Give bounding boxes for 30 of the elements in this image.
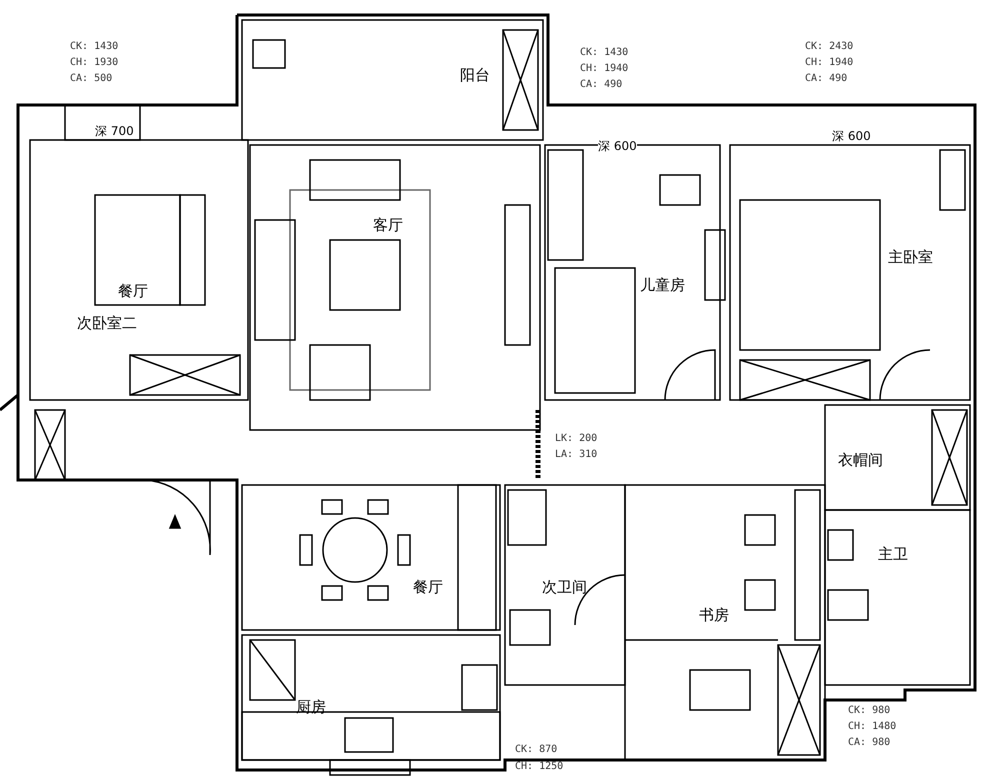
room-label: 衣帽间	[838, 453, 883, 468]
dimension-note: CA: 500	[70, 74, 112, 84]
dimension-note: CH: 1250	[515, 762, 564, 772]
room-label: 餐厅	[118, 284, 148, 299]
dimension-note: CK: 980	[848, 706, 890, 716]
room-label: 阳台	[460, 68, 490, 83]
dimension-note: CA: 490	[805, 74, 848, 84]
room-label: 儿童房	[640, 278, 685, 293]
dimension-note: CH: 1940	[805, 58, 854, 68]
room-label: 次卧室二	[77, 316, 137, 331]
dimension-note: CK: 1430	[70, 42, 118, 52]
dimension-note: CH: 1940	[580, 64, 628, 74]
dimension-note: CA: 490	[580, 80, 622, 90]
dimension-note: CA: 980	[848, 738, 890, 748]
room-label: 深 600	[832, 130, 871, 142]
room-label: 深 700	[95, 125, 134, 137]
dimension-note: CK: 2430	[805, 42, 854, 52]
room-label: 餐厅	[413, 580, 443, 595]
dimension-note: CK: 1430	[580, 48, 628, 58]
room-label: 客厅	[373, 218, 403, 233]
dimension-note: CK: 870	[515, 745, 558, 755]
room-label: 次卫间	[542, 580, 587, 595]
dimension-note: LA: 310	[555, 450, 598, 460]
dimension-note: CH: 1480	[848, 722, 896, 732]
room-label: 主卫	[878, 547, 908, 562]
dimension-note: CH: 1930	[70, 58, 118, 68]
room-label: 书房	[699, 608, 729, 623]
room-label: 深 600	[598, 140, 637, 152]
room-label: 主卧室	[888, 250, 933, 265]
dimension-note: LK: 200	[555, 434, 598, 444]
